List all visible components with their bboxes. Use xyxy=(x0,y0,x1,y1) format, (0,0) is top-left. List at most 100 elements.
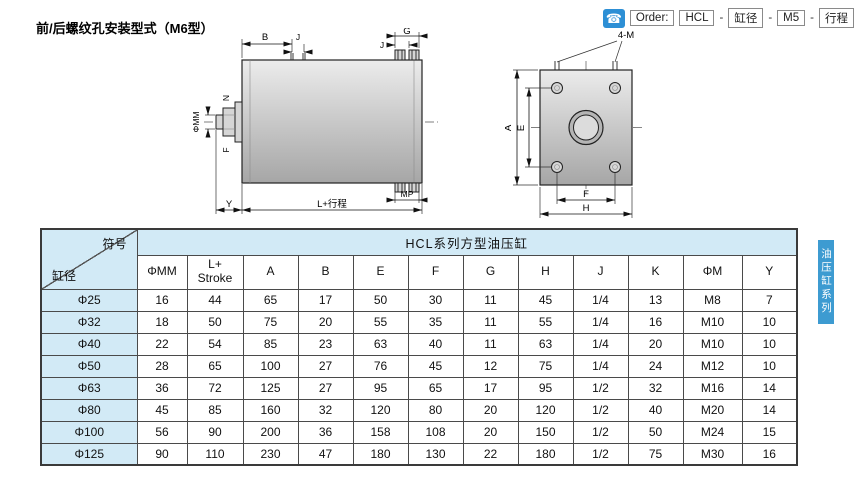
side-view-drawing: B J G J ΦMM N F MP xyxy=(192,28,438,214)
spec-value-cell: 16 xyxy=(741,442,798,466)
column-header: L+ Stroke xyxy=(186,254,244,290)
spec-value-cell: 130 xyxy=(407,442,464,466)
spec-value-cell: 36 xyxy=(136,376,188,400)
spec-value-cell: 65 xyxy=(242,288,299,312)
order-part-bore: 缸径 xyxy=(728,8,764,28)
spec-value-cell: 22 xyxy=(136,332,188,356)
spec-value-cell: 72 xyxy=(186,376,244,400)
spec-value-cell: 1/4 xyxy=(572,288,629,312)
spec-value-cell: 75 xyxy=(242,310,299,334)
spec-value-cell: 90 xyxy=(136,442,188,466)
dim-j-left-label: J xyxy=(296,32,300,42)
column-header: F xyxy=(407,254,464,290)
column-header: A xyxy=(242,254,299,290)
spec-value-cell: 108 xyxy=(407,420,464,444)
spec-value-cell: 24 xyxy=(627,354,684,378)
column-header: ΦMM xyxy=(136,254,188,290)
spec-value-cell: 80 xyxy=(407,398,464,422)
spec-value-cell: 28 xyxy=(136,354,188,378)
spec-value-cell: 85 xyxy=(242,332,299,356)
spec-value-cell: 90 xyxy=(186,420,244,444)
spec-value-cell: M20 xyxy=(682,398,743,422)
column-header: H xyxy=(517,254,574,290)
bore-cell: Φ80 xyxy=(40,398,138,422)
spec-value-cell: 110 xyxy=(186,442,244,466)
bottom-ports xyxy=(394,182,420,193)
spec-value-cell: 180 xyxy=(352,442,409,466)
dim-b-label: B xyxy=(262,32,268,43)
spec-value-cell: M24 xyxy=(682,420,743,444)
corner-label-symbol: 符号 xyxy=(102,237,127,251)
column-header: G xyxy=(462,254,519,290)
spec-value-cell: 1/4 xyxy=(572,332,629,356)
front-view-drawing: 4-M A E F H xyxy=(505,30,642,218)
dim-f-label: F xyxy=(221,147,231,152)
spec-value-cell: 16 xyxy=(136,288,188,312)
spec-value-cell: 1/2 xyxy=(572,376,629,400)
bore-cell: Φ40 xyxy=(40,332,138,356)
dim-phimm-label: ΦMM xyxy=(192,112,201,133)
column-header: Y xyxy=(741,254,798,290)
spec-value-cell: 15 xyxy=(741,420,798,444)
spec-value-cell: 27 xyxy=(297,376,354,400)
spec-value-cell: 125 xyxy=(242,376,299,400)
order-part-type: M5 xyxy=(777,10,806,26)
spec-value-cell: 16 xyxy=(627,310,684,334)
spec-value-cell: 54 xyxy=(186,332,244,356)
spec-value-cell: 47 xyxy=(297,442,354,466)
spec-value-cell: 76 xyxy=(352,354,409,378)
spec-value-cell: 160 xyxy=(242,398,299,422)
spec-value-cell: 32 xyxy=(297,398,354,422)
spec-value-cell: 75 xyxy=(517,354,574,378)
spec-value-cell: 45 xyxy=(517,288,574,312)
spec-value-cell: 23 xyxy=(297,332,354,356)
dim-mp-label: MP xyxy=(401,189,414,199)
spec-value-cell: 65 xyxy=(407,376,464,400)
piston-rod xyxy=(215,101,243,143)
spec-value-cell: 55 xyxy=(352,310,409,334)
spec-value-cell: 158 xyxy=(352,420,409,444)
dim-stroke-label: L+行程 xyxy=(317,198,347,210)
spec-value-cell: 11 xyxy=(462,310,519,334)
spec-value-cell: 44 xyxy=(186,288,244,312)
spec-value-cell: 95 xyxy=(517,376,574,400)
spec-value-cell: 50 xyxy=(352,288,409,312)
spec-value-cell: 14 xyxy=(741,376,798,400)
spec-value-cell: 95 xyxy=(352,376,409,400)
spec-value-cell: 14 xyxy=(741,398,798,422)
bore-cell: Φ125 xyxy=(40,442,138,466)
spec-value-cell: 10 xyxy=(741,354,798,378)
spec-value-cell: M12 xyxy=(682,354,743,378)
spec-value-cell: 27 xyxy=(297,354,354,378)
column-header: K xyxy=(627,254,684,290)
spec-value-cell: 1/2 xyxy=(572,398,629,422)
spec-value-cell: 50 xyxy=(627,420,684,444)
phone-icon: ☎ xyxy=(602,8,625,28)
spec-value-cell: 20 xyxy=(462,398,519,422)
top-thread-holes xyxy=(290,53,306,60)
column-header: E xyxy=(352,254,409,290)
spec-value-cell: 75 xyxy=(627,442,684,466)
dim-n-label: N xyxy=(221,95,231,101)
spec-value-cell: M10 xyxy=(682,310,743,334)
spec-value-cell: 1/2 xyxy=(572,420,629,444)
column-header: B xyxy=(297,254,354,290)
spec-value-cell: 65 xyxy=(186,354,244,378)
spec-value-cell: 12 xyxy=(462,354,519,378)
spec-value-cell: M16 xyxy=(682,376,743,400)
order-bar: ☎ Order: HCL - 缸径 - M5 - 行程 xyxy=(602,8,854,28)
spec-value-cell: M8 xyxy=(682,288,743,312)
spec-value-cell: 36 xyxy=(297,420,354,444)
spec-value-cell: 30 xyxy=(407,288,464,312)
spec-value-cell: M10 xyxy=(682,332,743,356)
spec-value-cell: 18 xyxy=(136,310,188,334)
column-header: ΦM xyxy=(682,254,743,290)
